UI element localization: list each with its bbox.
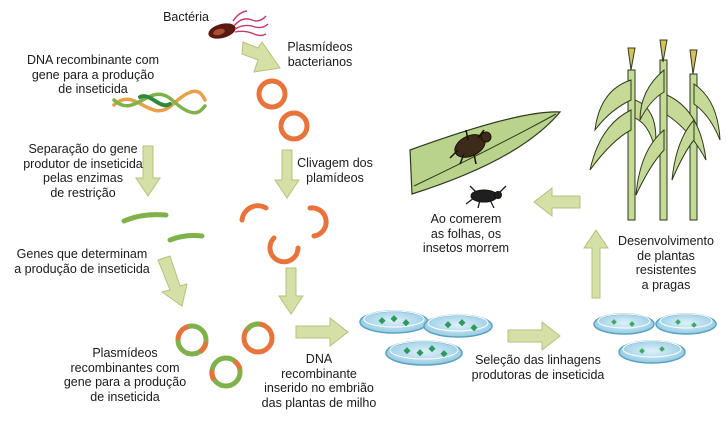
label-dna-inserted: DNA recombinante inserido no embrião das… bbox=[261, 352, 377, 410]
recombinant-plasmid-icon bbox=[175, 321, 275, 389]
plasmid-ring-icon bbox=[256, 78, 310, 142]
petri-dish-icon bbox=[593, 313, 717, 364]
label-recombinant-dna: DNA recombinante com gene para a produçã… bbox=[26, 53, 159, 96]
label-insects-die: Ao comerem as folhas, os insetos morrem bbox=[422, 212, 510, 255]
petri-dish-icon bbox=[359, 310, 493, 366]
corn-plant-icon bbox=[589, 39, 721, 221]
label-line-selection: Seleção das linhagens produtoras de inse… bbox=[471, 353, 605, 382]
gene-fragment-icon bbox=[121, 212, 205, 243]
beetle-icon bbox=[449, 129, 507, 209]
leaf-icon bbox=[409, 111, 562, 195]
label-gene-separation: Separação do gene produtor de inseticida… bbox=[23, 142, 143, 200]
cut-plasmid-icon bbox=[239, 203, 329, 265]
label-bacteria: Bactéria bbox=[163, 10, 209, 24]
flow-arrow-icon bbox=[135, 41, 609, 352]
label-genes-determine: Genes que determinam a produção de inset… bbox=[14, 247, 150, 276]
label-bacterial-plasmids: Plasmídeos bacterianos bbox=[287, 40, 353, 69]
bacterium-icon bbox=[208, 10, 269, 39]
dna-helix-icon bbox=[112, 89, 207, 115]
label-plasmid-cleavage: Clivagem dos plamídeos bbox=[297, 156, 373, 185]
label-plant-development: Desenvolvimento de plantas resistentes a… bbox=[618, 234, 714, 292]
label-recombinant-plasmids: Plasmídeos recombinantes com gene para a… bbox=[63, 346, 187, 404]
